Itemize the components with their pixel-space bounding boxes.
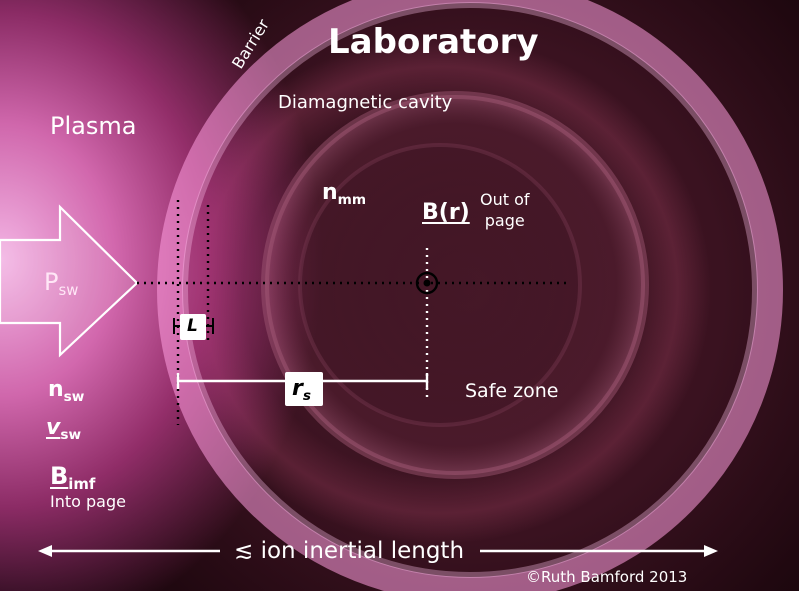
out-of-page-symbol-icon xyxy=(415,271,439,295)
plasma-label: Plasma xyxy=(50,112,137,140)
copyright-label: ©Ruth Bamford 2013 xyxy=(526,568,688,586)
inner-cavity xyxy=(298,143,582,427)
b-imf-main: B xyxy=(50,462,69,490)
n-sw-label: nsw xyxy=(48,377,84,405)
n-mm-label: nmm xyxy=(322,180,366,208)
solar-wind-pressure-arrow xyxy=(0,204,139,358)
p-sw-sub: sw xyxy=(58,281,79,300)
p-sw-label: Psw xyxy=(44,268,78,299)
into-page-label: Into page xyxy=(50,492,126,511)
v-sw-main: v xyxy=(46,415,61,440)
ion-inertial-length-label: ≲ ion inertial length xyxy=(234,538,465,564)
page-title: Laboratory xyxy=(328,22,539,62)
n-sw-main: n xyxy=(48,377,64,402)
b-r-label: B(r) xyxy=(422,200,470,225)
v-sw-sub: sw xyxy=(60,426,82,443)
r-s-sub: s xyxy=(302,387,311,404)
r-s-label: rs xyxy=(292,376,311,404)
b-imf-label: Bimf xyxy=(50,462,95,493)
n-mm-sub: mm xyxy=(337,191,367,208)
n-sw-sub: sw xyxy=(63,388,85,405)
r-s-main: r xyxy=(292,376,303,401)
diamagnetic-cavity-label: Diamagnetic cavity xyxy=(278,92,453,113)
l-label: L xyxy=(187,316,198,336)
barrier-arc xyxy=(157,0,783,591)
safe-zone-label: Safe zone xyxy=(465,380,559,402)
v-sw-label: vsw xyxy=(46,415,81,443)
p-sw-main: P xyxy=(44,268,59,296)
r-s-label-box xyxy=(285,372,323,406)
n-mm-main: n xyxy=(322,180,338,205)
l-label-box xyxy=(180,314,206,340)
out-of-page-label: Out of page xyxy=(480,190,530,230)
b-imf-sub: imf xyxy=(68,475,96,494)
